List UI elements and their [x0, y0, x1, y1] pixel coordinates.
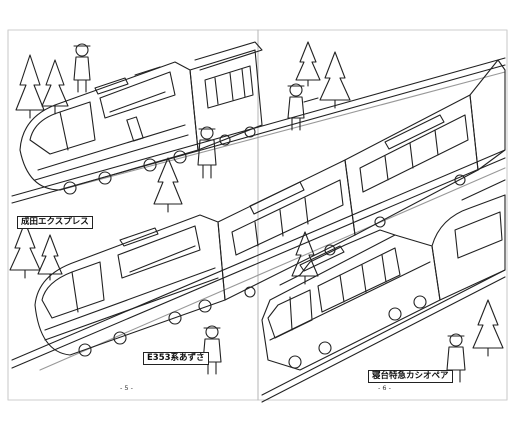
tree-center-top [153, 157, 183, 213]
station-staff-figure-2 [287, 83, 319, 131]
track-bottom [261, 269, 506, 403]
tree-bottom-right [472, 299, 504, 357]
cassiopeia-locomotive [261, 179, 506, 371]
page-number-right: - 6 - [378, 384, 391, 392]
tree-middle-left-1 [9, 221, 41, 279]
label-cassiopeia: 寝台特急カシオペア [368, 370, 453, 383]
label-e353-azusa: E353系あずさ [143, 352, 209, 365]
e353-azusa-train [34, 59, 506, 357]
tree-top-left-1 [15, 54, 45, 119]
narita-express-train [19, 41, 263, 195]
track-middle [11, 149, 506, 371]
tree-middle-right [291, 231, 319, 285]
station-staff-figure-1 [73, 43, 91, 93]
page-number-left: - 5 - [120, 384, 133, 392]
label-narita-express: 成田エクスプレス [17, 216, 93, 229]
tree-middle-left-2 [37, 234, 63, 281]
conductor-figure-center [197, 126, 217, 179]
tree-top-left-2 [41, 59, 69, 115]
tree-top-right-1 [319, 51, 351, 109]
tree-top-right-2 [295, 41, 321, 87]
